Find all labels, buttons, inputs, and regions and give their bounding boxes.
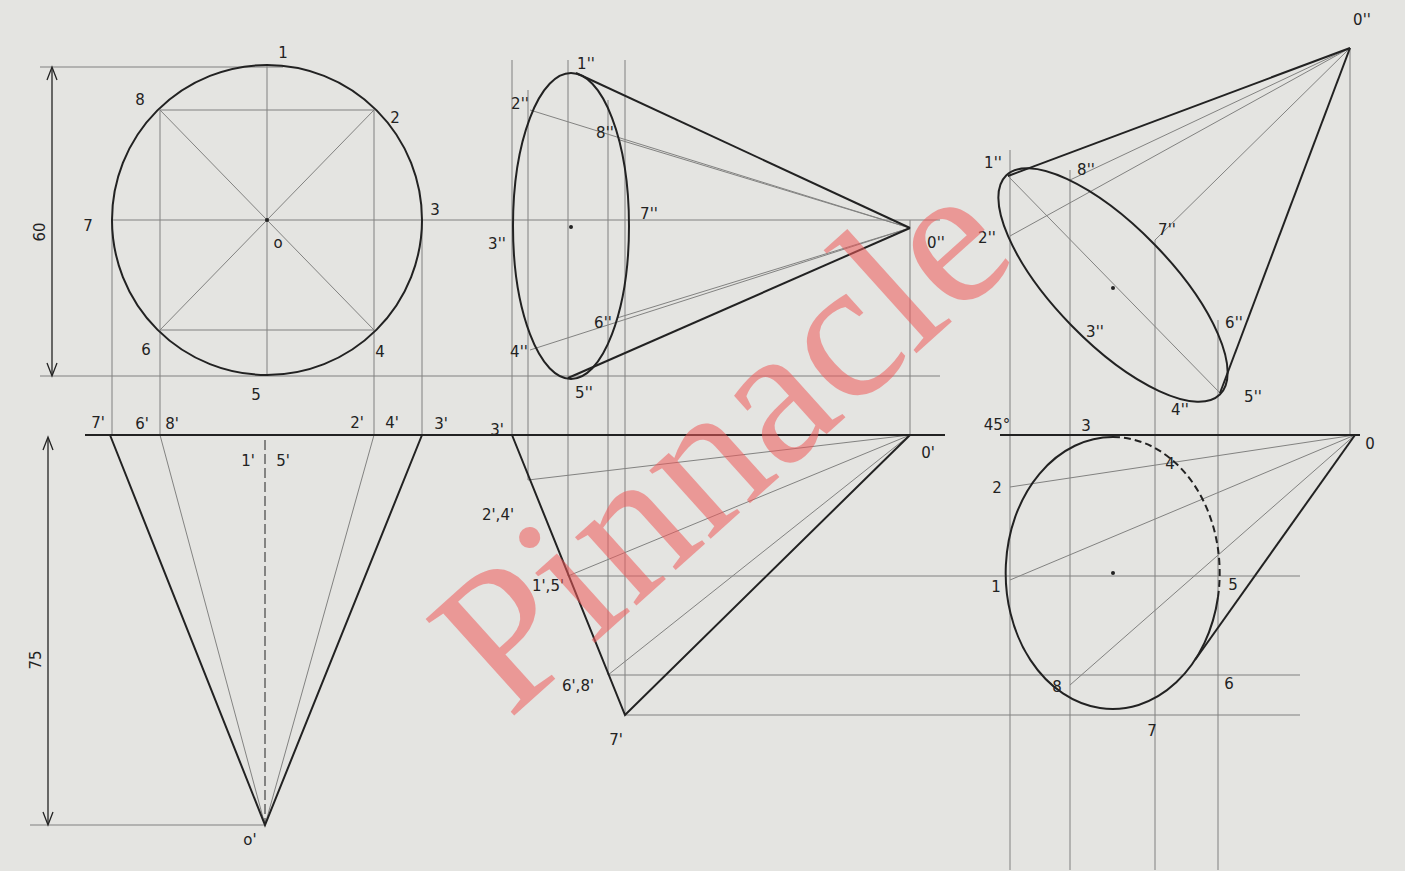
point-label: 3 [1081, 419, 1091, 434]
construction-lines [30, 48, 1355, 870]
point-label: 8 [1052, 680, 1062, 695]
point-label: 3' [434, 417, 448, 432]
point-label: 4'' [510, 345, 528, 360]
point-label: 2 [390, 111, 400, 126]
point-label: 7'' [1158, 223, 1176, 238]
point-label: 5 [1228, 578, 1238, 593]
point-label: 60 [33, 222, 48, 241]
point-label: 2' [350, 416, 364, 431]
point-label: 6'' [594, 316, 612, 331]
point-label: 4' [385, 416, 399, 431]
dimension-lines [43, 67, 57, 825]
watermark: Pinnacle [397, 135, 1043, 744]
point-label: 3'' [1086, 325, 1104, 340]
point-label: 7' [609, 733, 623, 748]
point-label: 0' [921, 446, 935, 461]
point-label: 5'' [575, 386, 593, 401]
point-label: 4'' [1171, 403, 1189, 418]
point-label: 6'' [1225, 316, 1243, 331]
point-label: 8'' [1077, 163, 1095, 178]
point-label: 7 [1147, 724, 1157, 739]
point-label: 6 [141, 343, 151, 358]
point-label: 7' [91, 416, 105, 431]
point-label: 5 [251, 388, 261, 403]
point-label: 5' [276, 454, 290, 469]
point-label: 2'' [511, 97, 529, 112]
point-label: 8 [135, 93, 145, 108]
point-label: 0'' [1353, 13, 1371, 28]
point-label: 8'' [596, 126, 614, 141]
point-label: 3' [490, 423, 504, 438]
hidden-edge [1113, 437, 1220, 597]
point-label: 7 [83, 219, 93, 234]
point-label: 3 [430, 203, 440, 218]
point-label: 6' [135, 417, 149, 432]
point-label: 1 [991, 580, 1001, 595]
point-label: 45° [984, 418, 1011, 433]
point-label: 0 [1365, 437, 1375, 452]
point-label: 1'' [984, 156, 1002, 171]
point-label: 1' [241, 454, 255, 469]
point-label: 5'' [1244, 390, 1262, 405]
point-label: 1'' [577, 57, 595, 72]
point-label: 4 [375, 345, 385, 360]
point-label: o [273, 236, 282, 251]
point-label: o' [243, 833, 256, 848]
point-label: 7'' [640, 207, 658, 222]
point-label: 3'' [488, 237, 506, 252]
axis-line [265, 440, 266, 825]
cone-outlines [85, 48, 1360, 825]
point-label: 8' [165, 417, 179, 432]
point-label: 1 [278, 46, 288, 61]
point-label: 6 [1224, 677, 1234, 692]
point-label: 2 [992, 481, 1002, 496]
point-label: 4 [1165, 457, 1175, 472]
point-label: 75 [29, 650, 44, 669]
